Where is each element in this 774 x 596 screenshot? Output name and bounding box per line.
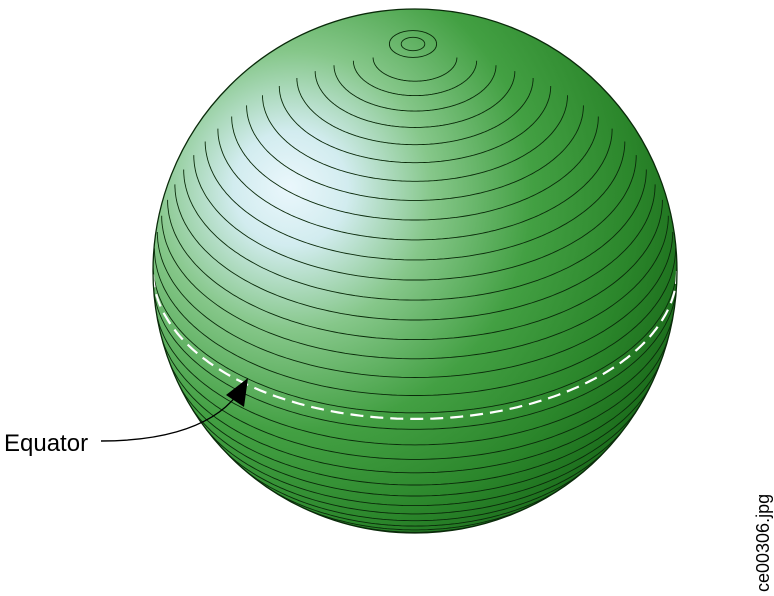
latitude-line [264, 485, 566, 527]
latitude-line [204, 141, 626, 261]
latitude-line [155, 310, 675, 446]
latitude-line [292, 502, 538, 531]
sphere-body [153, 9, 677, 533]
latitude-line [167, 199, 663, 341]
arrowhead-icon [226, 378, 248, 407]
latitude-line [333, 65, 497, 112]
latitude-line [204, 426, 626, 507]
latitude-line [314, 71, 516, 128]
pole-ring [400, 36, 426, 52]
latitude-line [220, 446, 610, 515]
latitude-line [278, 86, 552, 164]
latitude-line [168, 360, 662, 474]
latitude-line [161, 215, 669, 360]
latitude-line [231, 116, 599, 221]
latitude-line [177, 382, 653, 486]
latitude-line [246, 105, 584, 201]
latitude-line [262, 95, 568, 182]
equator-label: Equator [4, 430, 88, 457]
latitude-lines [153, 30, 677, 533]
latitude-line [153, 265, 677, 414]
sphere-outline [152, 8, 678, 534]
latitude-line [372, 57, 458, 82]
latitude-line [352, 60, 478, 97]
latitude-line [174, 184, 656, 321]
latitude-line [161, 337, 669, 460]
latitude-line [189, 405, 641, 497]
latitude-line [217, 128, 613, 241]
latitude-line [183, 169, 647, 301]
latitude-line [193, 155, 637, 281]
latitude-line [296, 78, 534, 146]
equator-callout: Equator [4, 378, 248, 457]
latitude-line [156, 232, 674, 378]
sphere [151, 8, 679, 534]
equator-line [151, 271, 679, 420]
latitude-line [153, 248, 677, 396]
latitude-line [153, 286, 677, 430]
pole-ring [388, 30, 438, 58]
callout-leader-line [100, 394, 238, 442]
latitude-line [241, 467, 589, 522]
image-filename-label: ce00306.jpg [753, 494, 773, 592]
